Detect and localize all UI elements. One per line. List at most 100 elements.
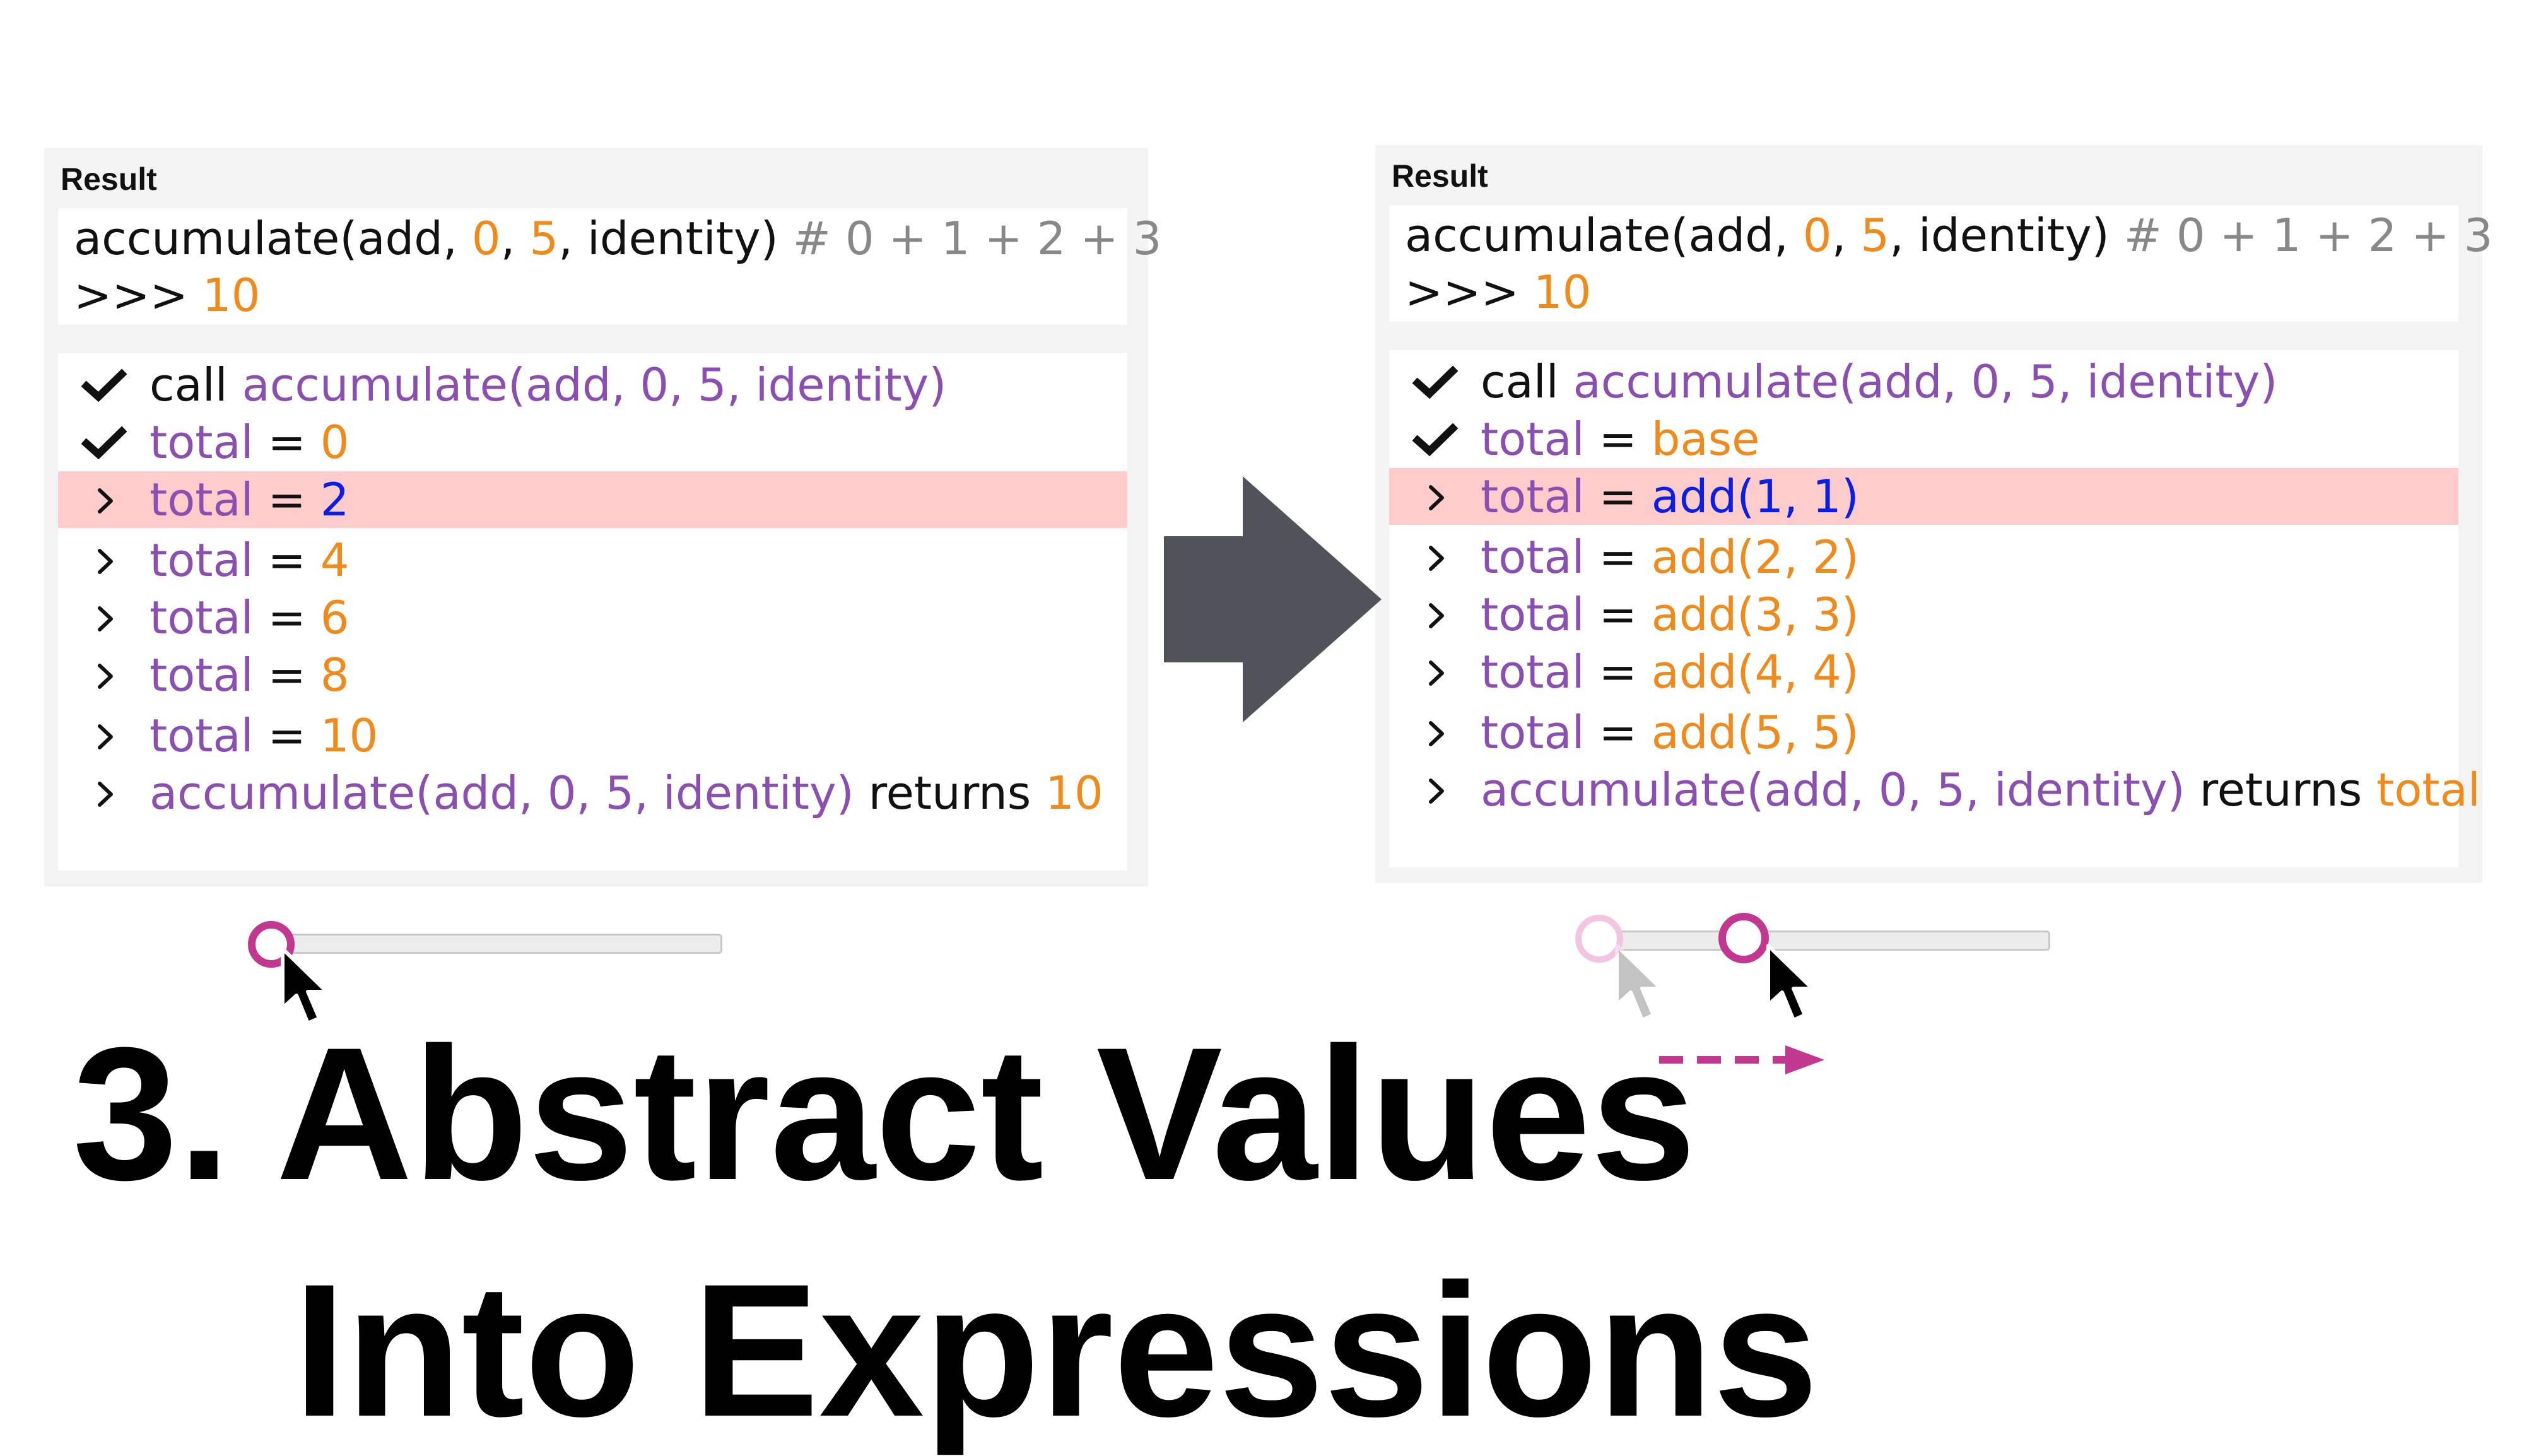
- trace-operator: =: [253, 416, 320, 469]
- chevron-right-icon[interactable]: [1414, 586, 1459, 643]
- trace-text: accumulate(add, 0, 5, identity) returns …: [150, 765, 1103, 821]
- mouse-cursor-icon: [1766, 944, 1814, 1022]
- trace-value: add(4, 4): [1651, 645, 1859, 698]
- trace-row[interactable]: call accumulate(add, 0, 5, identity): [58, 356, 1127, 413]
- timeline-slider-track-left[interactable]: [271, 934, 722, 954]
- timeline-slider-thumb-right[interactable]: [1718, 913, 1769, 963]
- result-label: Result: [61, 161, 157, 197]
- trace-row[interactable]: total = 0: [58, 414, 1127, 471]
- check-icon: [81, 414, 127, 471]
- trace-row[interactable]: total = add(1, 1): [1389, 468, 2458, 525]
- trace-expression: accumulate(add, 0, 5, identity): [1573, 355, 2278, 408]
- result-fn-close: , identity): [1889, 209, 2110, 262]
- trace-operator: =: [1584, 706, 1652, 759]
- trace-row[interactable]: call accumulate(add, 0, 5, identity): [1389, 353, 2458, 410]
- trace-variable: total: [150, 534, 254, 587]
- chevron-right-icon[interactable]: [1414, 529, 1459, 585]
- chevron-right-icon[interactable]: [83, 589, 127, 646]
- timeline-slider-track-right[interactable]: [1599, 931, 2050, 951]
- trace-text: total = 0: [150, 414, 349, 471]
- trace-row[interactable]: total = 6: [58, 589, 1127, 646]
- slide-title-line1: 3. Abstract Values: [73, 1007, 1696, 1219]
- result-arg: 0: [471, 212, 501, 265]
- result-sep: ,: [1831, 209, 1861, 262]
- trace-variable: total: [150, 649, 254, 702]
- trace-value: add(2, 2): [1651, 531, 1859, 584]
- result-value: 10: [1533, 266, 1592, 319]
- trace-operator: =: [253, 473, 320, 526]
- trace-operator: =: [1584, 470, 1652, 523]
- trace-value: 6: [320, 591, 349, 644]
- result-expression: accumulate(add, 0, 5, identity) # 0 + 1 …: [1405, 206, 2492, 264]
- trace-text: total = base: [1481, 411, 1759, 467]
- mouse-cursor-icon: [281, 947, 329, 1025]
- trace-text: total = 8: [150, 647, 349, 703]
- chevron-right-icon[interactable]: [83, 647, 127, 703]
- trace-row[interactable]: total = 4: [58, 532, 1127, 589]
- trace-operator: =: [253, 591, 320, 644]
- drag-direction-arrow-icon: [1659, 1045, 1824, 1074]
- trace-text: total = add(2, 2): [1481, 529, 1859, 585]
- chevron-right-icon[interactable]: [83, 532, 127, 589]
- trace-value: 0: [320, 416, 349, 469]
- result-fn-open: accumulate(add,: [1405, 209, 1803, 262]
- trace-operator: =: [1584, 588, 1652, 641]
- trace-text: call accumulate(add, 0, 5, identity): [150, 356, 946, 413]
- trace-expression: accumulate(add, 0, 5, identity): [242, 358, 947, 411]
- trace-text: total = add(4, 4): [1481, 643, 1859, 700]
- result-output: >>> 10: [1405, 263, 1592, 321]
- trace-row[interactable]: total = base: [1389, 411, 2458, 467]
- result-box: accumulate(add, 0, 5, identity) # 0 + 1 …: [1389, 205, 2492, 322]
- trace-row[interactable]: total = add(2, 2): [1389, 529, 2458, 585]
- result-prompt: >>>: [1405, 266, 1534, 319]
- trace-variable: total: [1481, 531, 1585, 584]
- trace-returns-keyword: returns: [2185, 763, 2377, 816]
- trace-value: add(1, 1): [1651, 470, 1859, 523]
- trace-expression: accumulate(add, 0, 5, identity): [150, 766, 854, 819]
- trace-row[interactable]: accumulate(add, 0, 5, identity) returns …: [1389, 761, 2480, 818]
- result-label: Result: [1392, 158, 1488, 194]
- result-comment: # 0 + 1 + 2 + 3: [778, 212, 1162, 265]
- chevron-right-icon[interactable]: [83, 471, 127, 528]
- trace-operator: =: [253, 649, 320, 702]
- trace-row[interactable]: total = 8: [58, 647, 1127, 703]
- trace-value: 2: [320, 473, 349, 526]
- result-comment: # 0 + 1 + 2 + 3: [2109, 209, 2493, 262]
- trace-variable: total: [150, 591, 254, 644]
- result-arg: 0: [1802, 209, 1832, 262]
- chevron-right-icon[interactable]: [1414, 761, 1459, 818]
- result-panel-left: Result accumulate(add, 0, 5, identity) #…: [44, 148, 1161, 886]
- trace-value: total: [2376, 763, 2480, 816]
- trace-variable: total: [1481, 645, 1585, 698]
- trace-value: add(5, 5): [1651, 706, 1859, 759]
- trace-row[interactable]: accumulate(add, 0, 5, identity) returns …: [58, 765, 1127, 821]
- check-icon: [1412, 353, 1459, 410]
- trace-row[interactable]: total = 10: [58, 707, 1127, 764]
- trace-row[interactable]: total = add(3, 3): [1389, 586, 2458, 643]
- chevron-right-icon[interactable]: [1414, 704, 1459, 761]
- trace-keyword: call: [1481, 355, 1573, 408]
- trace-row[interactable]: total = add(4, 4): [1389, 643, 2458, 700]
- result-sep: ,: [500, 212, 530, 265]
- trace-text: call accumulate(add, 0, 5, identity): [1481, 353, 2277, 410]
- check-icon: [1412, 411, 1459, 467]
- trace-text: total = add(5, 5): [1481, 704, 1859, 761]
- trace-operator: =: [1584, 645, 1652, 698]
- chevron-right-icon[interactable]: [1414, 643, 1459, 700]
- chevron-right-icon[interactable]: [1414, 468, 1459, 525]
- result-arg: 5: [1860, 209, 1890, 262]
- trace-text: total = 10: [150, 707, 378, 764]
- trace-row[interactable]: total = add(5, 5): [1389, 704, 2458, 761]
- trace-text: total = 6: [150, 589, 349, 646]
- trace-row[interactable]: total = 2: [58, 471, 1127, 528]
- result-box: accumulate(add, 0, 5, identity) # 0 + 1 …: [58, 208, 1161, 325]
- right-arrow-icon: [1164, 476, 1382, 722]
- trace-keyword: call: [150, 358, 242, 411]
- chevron-right-icon[interactable]: [83, 765, 127, 821]
- trace-value: 8: [320, 649, 349, 702]
- result-fn-close: , identity): [558, 212, 778, 265]
- trace-variable: total: [1481, 413, 1585, 466]
- trace-value: 10: [320, 709, 379, 762]
- chevron-right-icon[interactable]: [83, 707, 127, 764]
- trace-operator: =: [253, 709, 320, 762]
